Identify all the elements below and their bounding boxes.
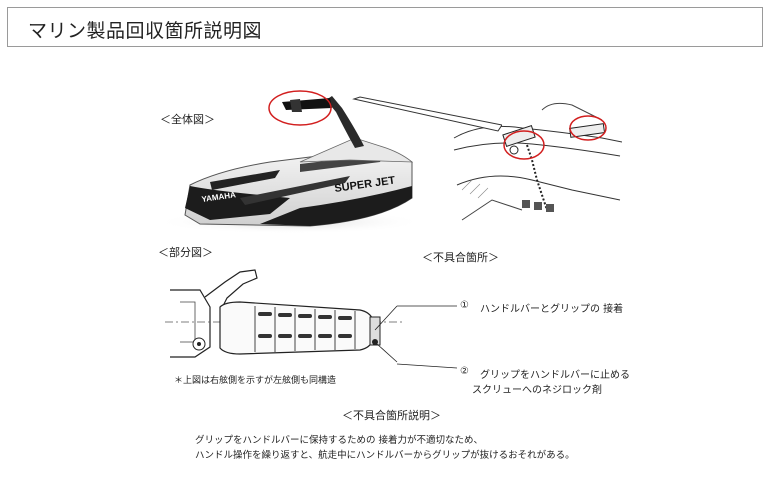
defect-explanation-label: ＜不具合箇所説明＞ [342,409,441,422]
grip-detail-drawing [165,269,405,363]
jetski-illustration: SUPER JET YAMAHA [155,90,425,234]
partial-view-label: ＜部分図＞ [158,246,213,259]
side-note: ＊上図は右舷側を示すが左舷側も同構造 [174,376,337,386]
callout-2-line2: スクリューへのネジロック剤 [472,385,602,396]
explanation-line-1: グリップをハンドルバーに保持するための 接着力が不適切なため、 [195,435,484,446]
handle-highlight-circle [268,90,332,126]
closeup-highlight-circle-left [503,130,545,160]
callout-leaders [396,305,458,369]
overall-view-label: ＜全体図＞ [160,113,215,126]
callout-2-line1: グリップをハンドルバーに止める [480,370,630,381]
explanation-line-2: ハンドル操作を繰り返すと、航走中にハンドルバーからグリップが抜けるおそれがある。 [195,450,575,461]
callout-1-text: ハンドルバーとグリップの 接着 [480,304,624,315]
defect-location-label: ＜不具合箇所＞ [422,251,499,264]
closeup-highlight-circle-right [569,115,607,141]
handlebar-rod [352,96,502,132]
callout-2-number: ② [460,366,469,377]
title-box: マリン製品回収箇所説明図 [7,7,763,47]
handlebar-closeup-sketch [452,90,622,225]
callout-1-number: ① [460,300,469,311]
page-title: マリン製品回収箇所説明図 [28,20,263,42]
